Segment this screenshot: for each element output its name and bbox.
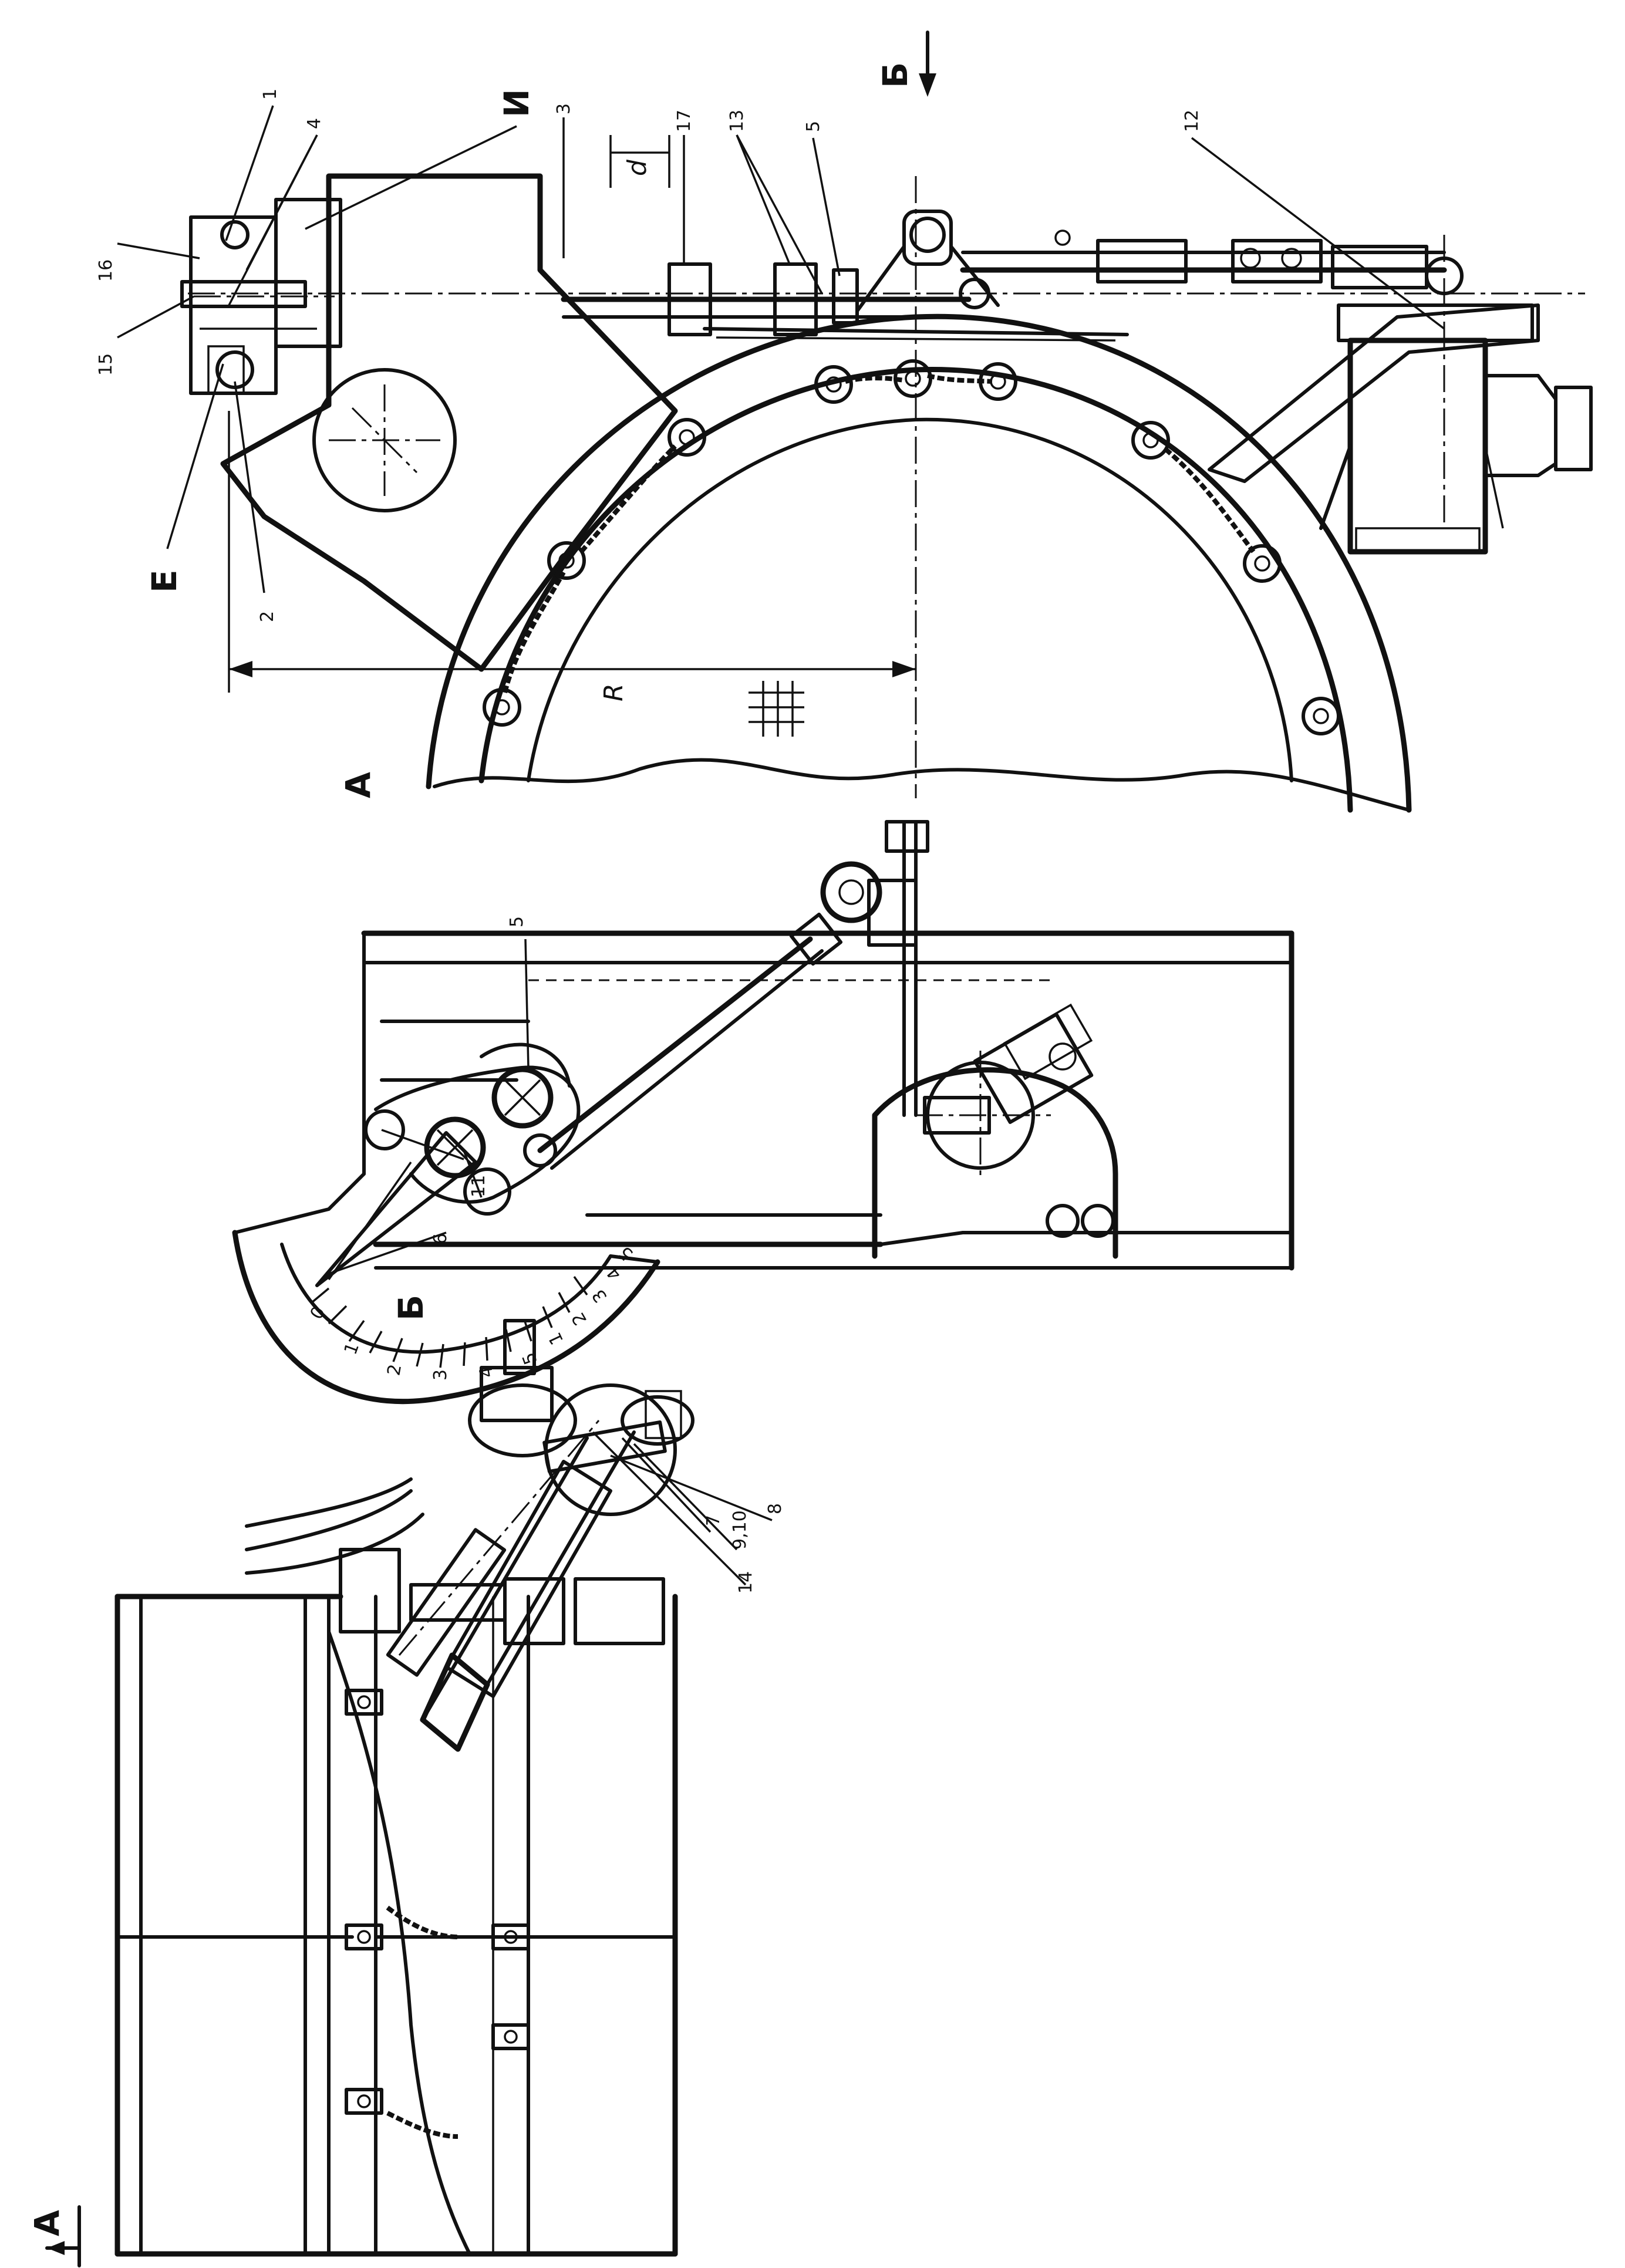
view-a-drawing: R d [180,135,1593,813]
view-b-leaders [328,1129,483,1275]
section-bolt [491,2023,530,2050]
link-rod [537,936,813,1153]
callout-7: 7 [703,1515,724,1526]
grid-marker [749,681,804,737]
safety-wire [1164,447,1256,554]
scale-mark: 2 [568,1308,591,1328]
view-label-b: Б [391,1295,431,1321]
ring-bolt [1131,421,1170,460]
scale-mark: 3 [430,1369,451,1381]
callout-3: 3 [554,103,574,114]
scale-mark: 1 [340,1340,363,1358]
view-a-leaders [117,105,1445,593]
callout-14: 14 [736,1571,756,1594]
view-marker-b: Б [875,62,915,88]
callout-13: 13 [727,110,747,132]
scale-mark: 2 [383,1363,406,1378]
pivot-joint [491,1066,554,1129]
ring-bolt [1302,697,1340,735]
turnbuckle [902,210,953,266]
view-marker-a: А [27,2210,67,2236]
flange-section [339,1548,401,1634]
section-drawing [114,1319,694,2257]
callout-2: 2 [257,611,278,622]
callout-8: 8 [765,1503,785,1514]
rod-end [820,861,882,923]
gap-dim-label: d [622,159,652,176]
callout-5: 5 [803,121,824,132]
ring-bolt [667,418,706,457]
ring-bolt [979,362,1017,401]
callout-9-10: 9,10 [730,1510,750,1550]
section-bolt [345,1689,383,1716]
adjust-nut [667,262,712,336]
mounting-block-bore [312,368,457,512]
ring-bolt [814,365,853,404]
callout-4: 4 [304,118,325,129]
section-bolt [491,1923,530,1950]
section-bolt [345,2088,383,2115]
view-label-a: А [338,772,378,798]
section-leaders [592,1431,773,1586]
callout-16: 16 [96,259,116,282]
callout-6: 6 [430,1233,451,1244]
safety-wire [579,444,677,554]
pointer-needle [315,1131,477,1287]
scale-mark: 1 [544,1329,568,1348]
callout-17: 17 [674,110,694,132]
node-label-i: И [497,89,537,117]
node-label-e: Е [144,569,184,593]
safety-wire [845,376,905,384]
callout-1: 1 [260,89,281,100]
safety-wire [927,373,993,384]
ring-bolt [483,688,521,727]
callout-12: 12 [1182,110,1202,132]
section-bolt [345,1923,383,1950]
mounting-block [220,173,678,672]
drive-housing [1347,338,1488,555]
ring-bolt [1243,544,1282,583]
scale-mark: 5 [518,1349,541,1367]
callout-5-view-b: 5 [507,916,527,927]
callout-11: 11 [468,1175,489,1197]
radius-dim-label: R [599,683,629,701]
callout-15: 15 [96,353,116,376]
safety-wire [503,571,566,693]
graduation-scale [310,1275,588,1368]
adjust-nut [773,262,818,336]
scale-mark: 3 [588,1285,612,1307]
